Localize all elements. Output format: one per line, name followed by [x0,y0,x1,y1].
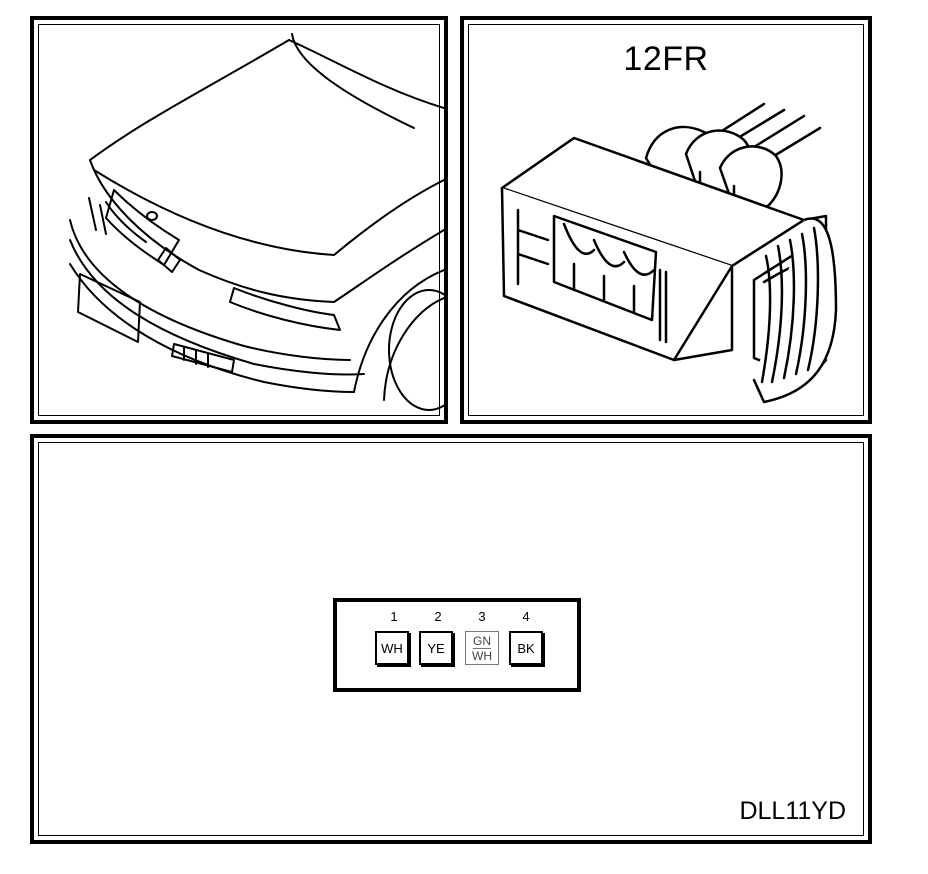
connector-panel-frame [468,24,864,416]
pin-cavity-3: GN WH [465,631,499,665]
pin-cavity-4: BK [509,631,543,665]
pin-3-color-stripe: WH [472,648,492,663]
pin-3-color-primary: GN [473,633,491,649]
diagram-code: DLL11YD [739,797,846,825]
car-location-panel [30,16,448,424]
car-panel-frame [38,24,440,416]
pin-number-3: 3 [478,609,486,624]
pin-2-color: YE [427,640,445,656]
connector-view-panel: 12FR [460,16,872,424]
pinout-panel: 1 2 3 4 WH YE GN WH BK DLL11YD [30,434,872,844]
pin-cavity-2: YE [419,631,453,665]
pin-cavity-1: WH [375,631,409,665]
connector-title: 12FR [623,40,709,78]
pin-number-1: 1 [390,609,398,624]
pin-1-color: WH [381,640,403,656]
pinout-panel-frame [38,442,864,836]
car-front-icon [69,33,444,411]
connector-icon [500,102,838,404]
pin-number-4: 4 [522,609,530,624]
pin-4-color: BK [517,640,535,656]
pin-number-2: 2 [434,609,442,624]
connector-pinout: 1 2 3 4 WH YE GN WH BK [333,598,581,692]
